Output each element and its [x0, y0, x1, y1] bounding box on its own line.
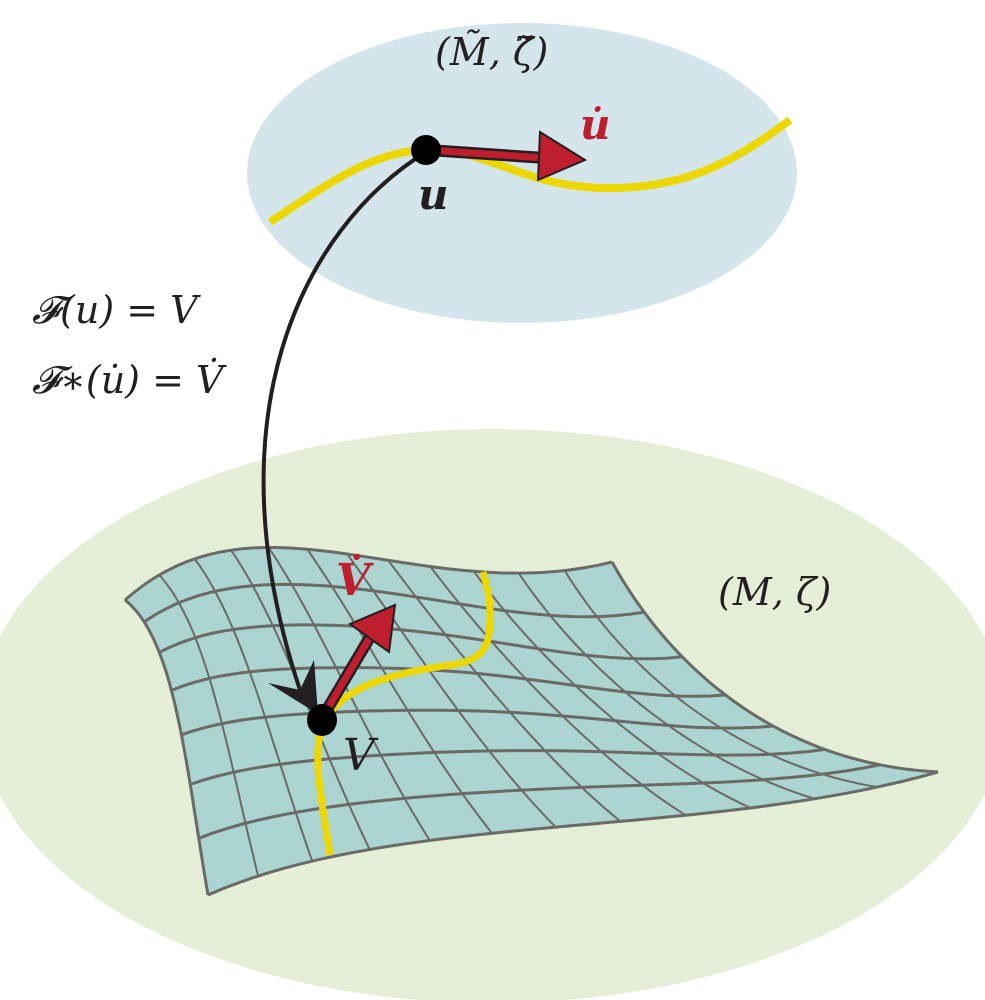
point-u-label: u — [418, 170, 449, 219]
mesh-column-line — [306, 548, 493, 834]
pushforward-equation: 𝓕∗(u̇) = V̇ — [32, 358, 224, 402]
mesh-column-line — [517, 572, 815, 800]
mesh-row-line — [180, 708, 774, 737]
mesh-row-line — [158, 623, 683, 661]
mesh-column-line — [610, 561, 939, 774]
velocity-u-label: u̇ — [580, 100, 611, 149]
mesh-column-line — [473, 570, 751, 809]
mesh-column-line — [158, 574, 260, 877]
mesh-column-line — [429, 565, 687, 817]
mesh-row-line — [124, 546, 613, 602]
velocity-arrow-top — [427, 130, 588, 182]
mesh-column-line — [124, 598, 210, 896]
bottom-space-label: (M, ζ) — [718, 570, 832, 614]
point-V-label: V — [343, 730, 375, 781]
surface-mesh — [124, 546, 939, 897]
mesh-row-line — [143, 582, 645, 624]
mesh-column-line — [267, 546, 431, 841]
velocity-V-label: V̇ — [336, 555, 371, 606]
mesh-column-line — [193, 558, 314, 862]
surface-curve — [314, 571, 494, 856]
point-V-dot — [307, 704, 337, 736]
mesh-row-line — [207, 770, 939, 897]
mesh-row-line — [198, 763, 881, 840]
map-arrowhead-icon — [268, 660, 318, 714]
mesh-column-line — [346, 553, 557, 828]
mesh-row-line — [189, 747, 826, 786]
map-arrow — [261, 150, 428, 691]
velocity-arrow-bottom — [316, 603, 397, 722]
mesh-column-line — [563, 569, 878, 789]
top-space-label: (M̃, ζ̃) — [435, 30, 549, 74]
top-curve — [267, 116, 793, 226]
mesh-column-line — [387, 559, 622, 823]
point-u-dot — [411, 135, 441, 165]
map-equation: 𝓕(u) = V — [32, 288, 198, 332]
